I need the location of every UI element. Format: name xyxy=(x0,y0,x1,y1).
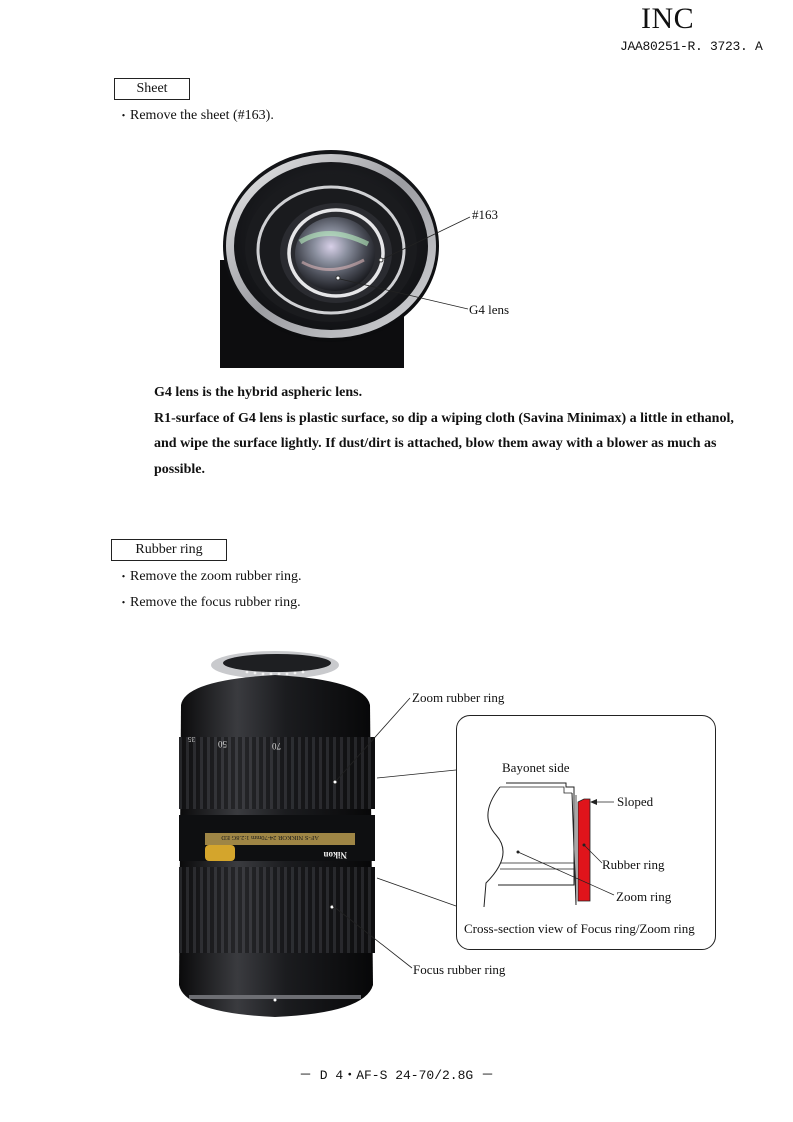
note-line-hybrid: G4 lens is the hybrid aspheric lens. xyxy=(154,385,363,400)
callout-focus-rubber-ring: Focus rubber ring xyxy=(413,962,506,977)
lens-model-mark: AF-S NIKKOR 24-70mm 1:2.8G ED xyxy=(221,834,319,841)
page-footer: － D 4・AF-S 24-70/2.8G － xyxy=(298,1068,495,1083)
document-code: JAA80251-R. 3723. A xyxy=(620,39,763,54)
step-remove-focus-rubber: Remove the focus rubber ring. xyxy=(118,594,301,611)
g4-lens-note: G4 lens is the hybrid aspheric lens. R1-… xyxy=(154,380,754,482)
section-heading-rubber-ring: Rubber ring xyxy=(111,539,227,561)
cross-section-caption: Cross-section view of Focus ring/Zoom ri… xyxy=(464,921,695,936)
rubber-ring-shape xyxy=(577,798,591,902)
note-line-cleaning: R1-surface of G4 lens is plastic surface… xyxy=(154,410,734,477)
callout-g4-lens: G4 lens xyxy=(469,302,510,317)
zoom-mark-50: 50 xyxy=(218,739,228,749)
lens-side-photo: 35 50 70 Nikon AF-S NIKKOR 24-70mm 1:2.8… xyxy=(179,651,375,1017)
cross-section-diagram xyxy=(483,782,615,908)
zoom-mark-70: 70 xyxy=(272,741,282,751)
lens-brand-mark: Nikon xyxy=(323,850,347,860)
step-remove-sheet: Remove the sheet (#163). xyxy=(118,107,274,124)
lens-rear-photo xyxy=(220,150,471,368)
step-remove-zoom-rubber: Remove the zoom rubber ring. xyxy=(118,568,301,585)
callout-sheet-163: #163 xyxy=(472,207,498,222)
zoom-mark-35: 35 xyxy=(188,735,196,743)
section-heading-sheet: Sheet xyxy=(114,78,190,100)
label-sloped: Sloped xyxy=(617,794,654,809)
label-rubber-ring: Rubber ring xyxy=(602,857,665,872)
label-zoom-ring: Zoom ring xyxy=(616,889,672,904)
label-bayonet-side: Bayonet side xyxy=(502,760,570,775)
cross-section-detail-box xyxy=(456,715,716,950)
callout-zoom-rubber-ring: Zoom rubber ring xyxy=(412,690,505,705)
document-brand-title: INC xyxy=(641,2,695,35)
